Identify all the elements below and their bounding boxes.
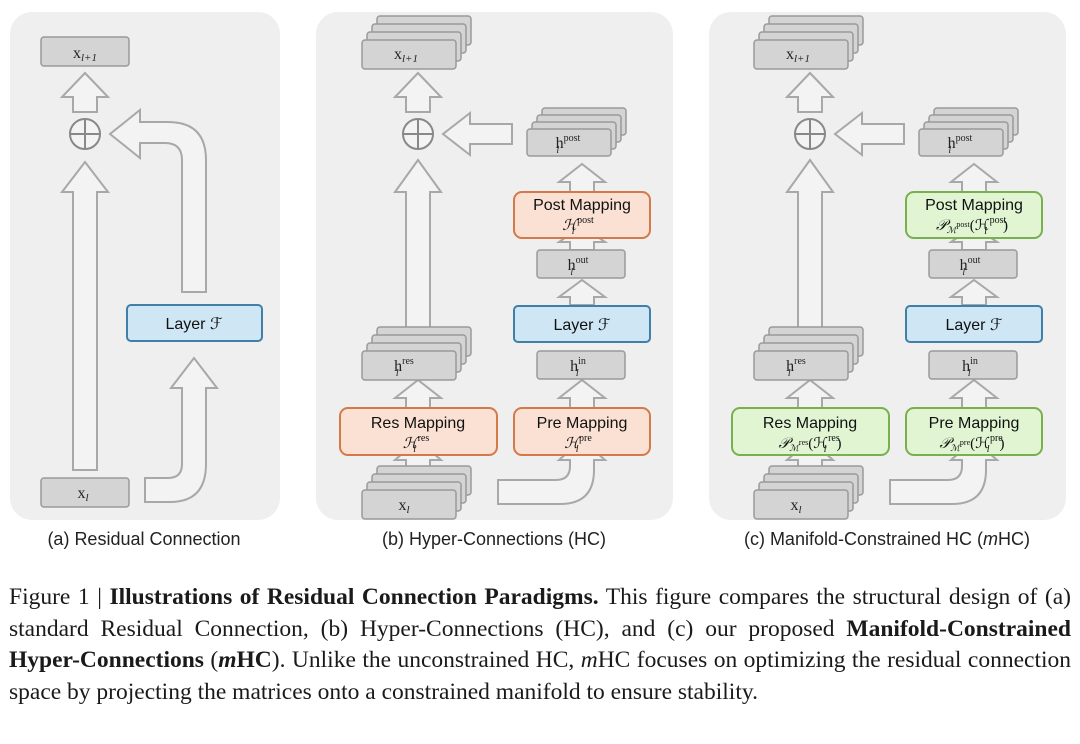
post-mapping-title: Post Mapping <box>925 197 1023 214</box>
post-to-add-arrow <box>833 110 905 158</box>
res-mapping-out-arrow <box>392 378 444 409</box>
h-in-node <box>928 350 1018 380</box>
panel-a: xl+1 xl Layer ℱ (a) Residual Connection <box>10 12 280 549</box>
add-operator-icon <box>794 118 826 150</box>
h-post-stack <box>526 107 627 157</box>
caption-paren-close: ) <box>271 647 280 673</box>
residual-stream-arrow <box>393 158 443 331</box>
h-out-node <box>928 249 1018 279</box>
output-node-label: xl+1 <box>73 45 97 64</box>
output-arrow <box>784 71 836 113</box>
res-mapping-box <box>339 407 498 456</box>
output-arrow <box>392 71 444 113</box>
input-node <box>40 477 130 508</box>
pre-mapping-box <box>513 407 651 456</box>
h-in-node <box>536 350 626 380</box>
figure-caption: Figure 1 | Illustrations of Residual Con… <box>9 582 1071 708</box>
res-mapping-out-arrow <box>784 378 836 409</box>
input-stack <box>753 465 864 520</box>
panel-b-subcaption: (b) Hyper-Connections (HC) <box>382 529 606 549</box>
h-out-node <box>536 249 626 279</box>
pre-mapping-title: Pre Mapping <box>929 415 1020 432</box>
h-res-stack <box>753 326 864 381</box>
skip-arrow <box>59 160 111 471</box>
layer-box <box>126 304 263 342</box>
layer-box <box>905 305 1043 343</box>
panel-c-subcaption: (c) Manifold-Constrained HC (mHC) <box>744 529 1030 549</box>
layer-out-arrow <box>555 278 609 306</box>
caption-paren-open: ( <box>203 647 219 673</box>
input-node-label: xl <box>77 485 88 504</box>
output-arrow <box>59 71 111 113</box>
output-stack <box>753 15 864 70</box>
output-node-label: xl+1 <box>786 46 810 65</box>
caption-bold-name: Manifold-Constrained Hyper-Connections <box>9 615 1071 674</box>
figure-diagram: xl+1 xl Layer ℱ (a) Residual Connection <box>10 12 1066 549</box>
input-node-label: xl <box>398 497 409 516</box>
branch-return-arrow <box>108 107 207 293</box>
output-node-label: xl+1 <box>394 46 418 65</box>
input-node-label: xl <box>790 497 801 516</box>
layer-label: Layer ℱ <box>945 317 1002 334</box>
input-stack <box>361 465 472 520</box>
layer-box <box>513 305 651 343</box>
pre-mapping-title: Pre Mapping <box>537 415 628 432</box>
caption-title: Illustrations of Residual Connection Par… <box>109 584 599 610</box>
res-mapping-box <box>731 407 890 456</box>
add-operator-icon <box>69 118 101 150</box>
post-mapping-box <box>905 191 1043 239</box>
caption-text-2: . Unlike the unconstrained HC, <box>279 647 581 673</box>
branch-input-arrow <box>144 356 220 503</box>
layer-out-arrow <box>947 278 1001 306</box>
pre-mapping-out-arrow <box>948 378 1000 409</box>
caption-text-1: This figure compares the structural desi… <box>9 584 1071 642</box>
residual-stream-arrow <box>785 158 835 331</box>
caption-label: Figure 1 | <box>9 584 110 610</box>
layer-label: Layer ℱ <box>553 317 610 334</box>
output-stack <box>361 15 472 70</box>
add-operator-icon <box>402 118 434 150</box>
caption-text-3: HC focuses on optimizing the residual co… <box>9 647 1072 705</box>
h-res-stack <box>361 326 472 381</box>
panel-a-background <box>10 12 280 520</box>
post-mapping-arrow <box>948 162 1000 193</box>
post-mapping-title: Post Mapping <box>533 197 631 214</box>
res-mapping-title: Res Mapping <box>371 415 465 432</box>
pre-mapping-out-arrow <box>556 378 608 409</box>
output-node <box>40 36 130 67</box>
caption-m-italic-2: m <box>580 647 598 673</box>
panel-a-subcaption: (a) Residual Connection <box>47 529 240 549</box>
h-post-stack <box>918 107 1019 157</box>
post-mapping-box <box>513 191 651 239</box>
layer-label: Layer ℱ <box>165 316 222 333</box>
pre-mapping-box <box>905 407 1043 456</box>
post-mapping-arrow <box>556 162 608 193</box>
res-mapping-title: Res Mapping <box>763 415 857 432</box>
caption-hc-bold: HC <box>236 647 272 673</box>
post-to-add-arrow <box>441 110 513 158</box>
caption-m-italic: m <box>218 647 237 673</box>
